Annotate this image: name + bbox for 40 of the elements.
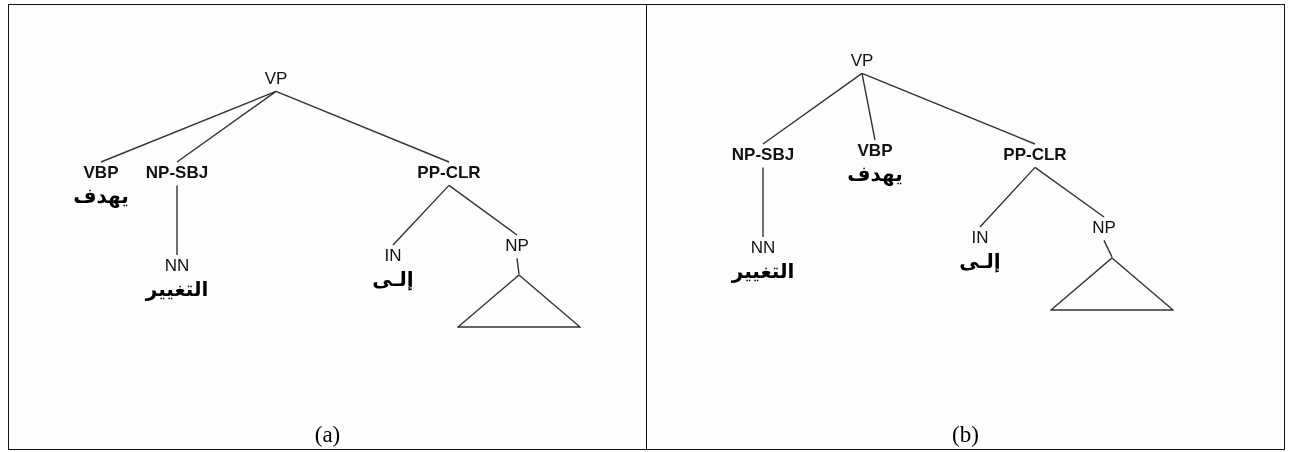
- tree-branch: [979, 166, 1036, 228]
- tree-branch: [176, 90, 277, 163]
- category-label: NN: [750, 238, 776, 259]
- tree-branch: [100, 90, 277, 163]
- tree-branch: [392, 184, 450, 246]
- category-label: VP: [850, 51, 874, 72]
- tree-branch: [1034, 166, 1105, 218]
- panel: [8, 4, 647, 450]
- panel: [646, 4, 1285, 450]
- category-label: VP: [264, 69, 288, 90]
- tree-branch: [762, 166, 764, 238]
- category-label: NP-SBJ: [145, 163, 209, 184]
- category-label: NP-SBJ: [731, 145, 795, 166]
- arabic-word: إلـى: [959, 248, 1001, 276]
- category-label: IN: [971, 228, 989, 249]
- tree-branch: [861, 72, 876, 141]
- category-label: PP-CLR: [417, 163, 481, 184]
- tree-branch: [861, 72, 1036, 145]
- arabic-word: إلـى: [372, 266, 414, 294]
- triangle-symbol: [1050, 257, 1174, 311]
- tree-branch: [176, 184, 178, 256]
- tree-branch: [762, 72, 863, 145]
- tree-branch: [448, 184, 518, 236]
- category-label: NP: [505, 236, 529, 257]
- triangle-symbol: [457, 274, 581, 328]
- arabic-word: يهدف: [847, 161, 903, 189]
- panel-caption: (a): [313, 421, 342, 449]
- category-label: VBP: [83, 163, 119, 184]
- tree-branch: [275, 90, 450, 163]
- tree-branch: [516, 257, 520, 275]
- category-label: IN: [384, 246, 402, 267]
- arabic-word: يهدف: [73, 183, 129, 211]
- tree-branch: [1103, 239, 1113, 258]
- category-label: NN: [164, 256, 190, 277]
- arabic-word: التغيير: [731, 258, 795, 286]
- arabic-word: التغيير: [145, 276, 209, 304]
- category-label: VBP: [857, 141, 893, 162]
- category-label: NP: [1092, 218, 1116, 239]
- category-label: PP-CLR: [1003, 145, 1067, 166]
- panel-caption: (b): [951, 421, 980, 449]
